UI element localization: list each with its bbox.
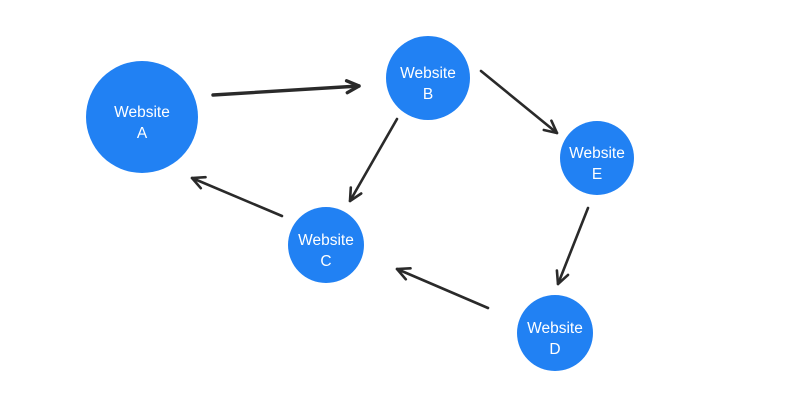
node-label-line2: E (592, 166, 602, 183)
arrow-head (395, 266, 412, 281)
node-label-line1: Website (298, 232, 354, 249)
node-label-line2: C (320, 253, 331, 270)
edge-website-d-to-website-c (395, 266, 490, 310)
node-label-line2: A (137, 125, 148, 142)
node-circle (386, 36, 470, 120)
node-circle (517, 295, 593, 371)
node-label-line1: Website (114, 104, 170, 121)
node-label-line2: B (423, 86, 433, 103)
arrow-shaft (348, 117, 399, 203)
node-label-line2: D (549, 341, 560, 358)
node-label-line1: Website (569, 145, 625, 162)
edge-website-b-to-website-c (348, 117, 399, 203)
arrow-shaft (479, 69, 559, 135)
arrow-head (542, 119, 559, 135)
arrow-head (344, 79, 361, 95)
arrow-shaft (556, 206, 590, 286)
arrow-shaft (395, 267, 490, 310)
arrow-head (190, 175, 207, 190)
edges-layer (190, 69, 590, 310)
node-label-line1: Website (527, 320, 583, 337)
edge-website-c-to-website-a (190, 175, 284, 218)
node-circle (288, 207, 364, 283)
arrow-shaft (190, 176, 284, 218)
arrow-shaft (211, 84, 361, 97)
node-circle (560, 121, 634, 195)
arrow-head (348, 186, 363, 203)
edge-website-a-to-website-b (211, 79, 361, 97)
edge-website-b-to-website-e (479, 69, 559, 135)
node-label-line1: Website (400, 65, 456, 82)
arrow-head (555, 269, 570, 286)
node-circle (86, 61, 198, 173)
edge-website-e-to-website-d (555, 206, 590, 286)
